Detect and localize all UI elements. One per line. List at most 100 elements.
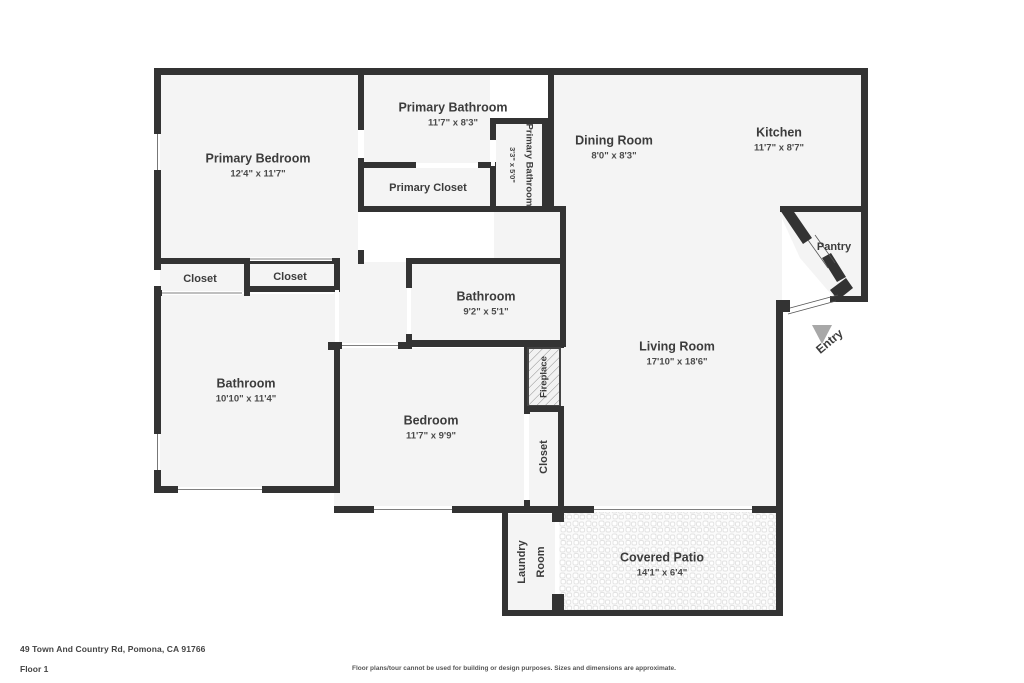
label-bathroom-upper-name: Bathroom <box>456 289 515 303</box>
wall-bathroom-lower-bottom-a <box>154 486 178 493</box>
wall-laundry-right-a <box>552 506 564 522</box>
wall-bathroom-upper-right <box>560 258 566 344</box>
wall-laundry-right-b <box>552 594 564 610</box>
wall-exterior-left-c <box>154 286 161 434</box>
door-hall-bathroom-lower <box>335 290 339 342</box>
wall-pantry-bottom <box>830 296 868 302</box>
label-kitchen-dim: 11'7" x 8'7" <box>754 143 804 154</box>
wall-exterior-left-a <box>154 68 161 134</box>
wall-exterior-left-d <box>154 470 161 492</box>
pantry-door-line-b <box>814 234 836 264</box>
walls <box>154 68 868 616</box>
wall-closet-left-cap <box>154 258 161 264</box>
floor-label: Floor 1 <box>20 664 49 674</box>
door-primary-bedroom-b <box>359 208 363 250</box>
wall-bedroom-top-a <box>334 342 342 349</box>
wall-bedroom-top-b <box>398 342 412 349</box>
label-fireplace-name: Fireplace <box>539 356 550 398</box>
wall-hall-right-a <box>406 258 412 288</box>
room-area-bathroom-lower <box>160 294 334 490</box>
wall-primary-bath2-right <box>542 118 548 212</box>
wall-bathroom-upper-bottom <box>412 340 566 347</box>
label-bedroom-name: Bedroom <box>404 413 459 427</box>
room-area-closet-1 <box>160 264 244 292</box>
wall-dining-left-a <box>548 68 554 120</box>
wall-laundry-left <box>502 506 508 616</box>
room-area-covered-patio <box>558 512 782 612</box>
fireplace-hatch <box>527 347 561 407</box>
room-area-bathroom-upper <box>412 262 560 340</box>
label-kitchen-name: Kitchen <box>756 125 802 139</box>
label-dining-room-name: Dining Room <box>575 133 653 147</box>
entry-arrow-icon <box>812 325 832 344</box>
label-primary-bathroom-2-name: Primary Bathroom <box>523 124 534 207</box>
label-covered-patio-dim: 14'1" x 6'4" <box>637 568 688 579</box>
wall-primary-bath2-left-b <box>490 166 496 212</box>
label-primary-bedroom-dim: 12'4" x 11'7" <box>230 169 285 180</box>
room-area-primary-bathroom-2 <box>496 124 542 206</box>
wall-bedroom-right-c <box>524 500 530 512</box>
door-closet-bedroom <box>525 414 529 500</box>
wall-pantry-corner <box>830 278 853 300</box>
disclaimer-text: Floor plans/tour cannot be used for buil… <box>352 665 676 672</box>
wall-primary-bedroom-right-c <box>358 250 364 264</box>
pantry-door-line-a <box>807 239 829 269</box>
door-primary-bath2 <box>491 140 495 166</box>
wall-fireplace-bottom <box>524 406 564 412</box>
label-primary-bedroom-name: Primary Bedroom <box>206 151 311 165</box>
footer: 49 Town And Country Rd, Pomona, CA 91766… <box>0 636 1024 683</box>
room-area-primary-bedroom <box>160 74 358 262</box>
wall-dining-left-b <box>548 118 554 212</box>
room-labels: Primary Bedroom 12'4" x 11'7" Primary Ba… <box>183 100 852 583</box>
label-primary-bathroom-name: Primary Bathroom <box>398 100 507 114</box>
door-hall-bathroom-upper <box>407 288 411 334</box>
wall-primary-bedroom-right-b <box>358 158 364 208</box>
wall-exterior-top <box>154 68 868 75</box>
wall-primary-bath2-left-a <box>490 118 496 140</box>
door-primary-bedroom-a <box>359 130 363 158</box>
room-area-closet-bedroom <box>528 412 560 506</box>
wall-patio-bottom <box>556 610 783 616</box>
label-laundry-room-line2: Room <box>535 546 547 577</box>
label-bedroom-dim: 11'7" x 9'9" <box>406 431 456 442</box>
wall-exterior-right-pantry <box>861 206 868 302</box>
wall-entry-corner <box>776 300 790 312</box>
wall-living-bottom-b <box>752 506 783 513</box>
wall-primary-bedroom-right-a <box>358 68 364 130</box>
wall-hall-right-b <box>406 334 412 348</box>
label-bathroom-upper-dim: 9'2" x 5'1" <box>463 307 508 318</box>
room-area-living-dining-join <box>494 206 564 262</box>
wall-closet2-bottom <box>250 286 340 292</box>
wall-patio-right <box>776 506 783 616</box>
room-area-primary-bathroom <box>364 74 490 166</box>
label-covered-patio-name: Covered Patio <box>620 550 704 564</box>
wall-closet-divider <box>244 258 250 292</box>
label-dining-room-dim: 8'0" x 8'3" <box>591 151 636 162</box>
wall-fireplace-top <box>524 342 564 348</box>
wall-bathroom-upper-top <box>406 258 566 264</box>
door-laundry <box>555 522 559 596</box>
wall-bathroom-lower-bottom-b <box>262 486 340 493</box>
label-living-room-name: Living Room <box>639 339 715 353</box>
wall-pantry-top <box>780 206 864 212</box>
wall-exterior-left-b <box>154 170 161 270</box>
wall-hall-left-a <box>334 262 340 290</box>
label-closet-1-name: Closet <box>183 273 217 285</box>
room-area-bedroom <box>334 348 524 506</box>
wall-primary-closet-bottom <box>358 206 496 212</box>
property-address: 49 Town And Country Rd, Pomona, CA 91766 <box>20 644 206 654</box>
room-area-laundry-room <box>508 514 556 610</box>
wall-living-bottom-a <box>560 506 594 513</box>
room-area-primary-closet <box>364 168 490 206</box>
wall-primary-closet-top-a <box>364 162 416 168</box>
label-pantry-name: Pantry <box>817 241 852 253</box>
entry-door-line-b <box>787 300 837 315</box>
wall-pantry-angle-lower <box>822 253 846 282</box>
entry-door-line-a <box>789 294 839 309</box>
wall-pantry-angle-upper <box>780 206 812 244</box>
label-primary-bathroom-dim: 11'7" x 8'3" <box>428 118 478 129</box>
label-primary-bathroom-2-dim: 3'3" x 5'0" <box>508 147 517 183</box>
wall-living-right <box>776 300 783 506</box>
door-primary-closet <box>416 163 478 167</box>
